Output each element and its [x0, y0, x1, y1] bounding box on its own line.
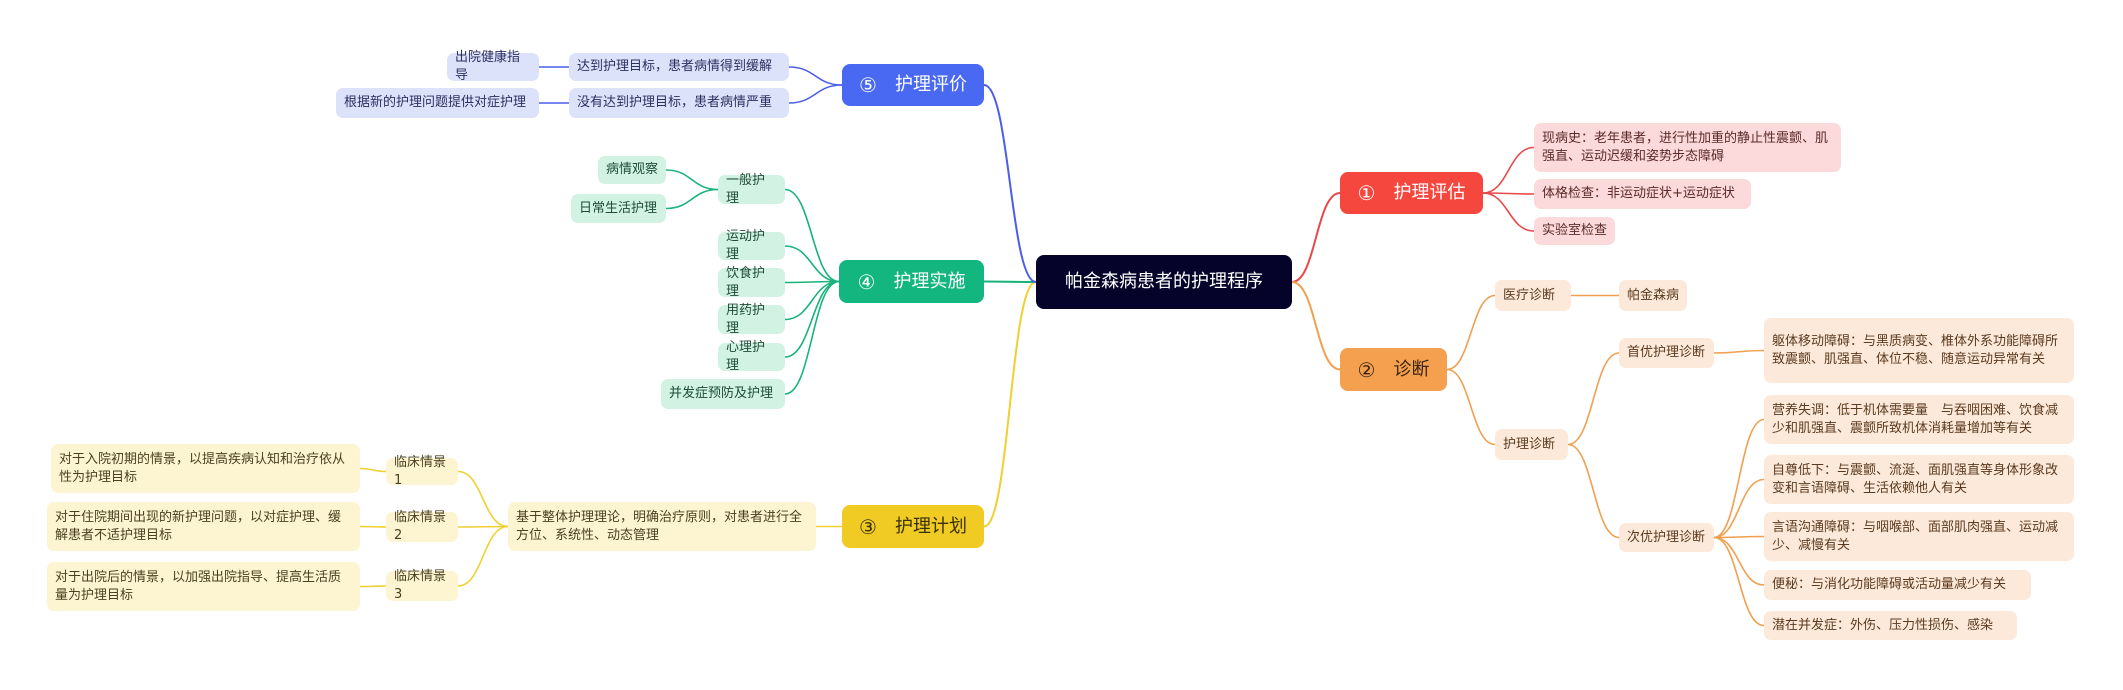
evaluation-action[interactable]: 根据新的护理问题提供对症护理 — [336, 88, 539, 118]
connector-line — [1482, 192, 1535, 232]
connector-line — [1567, 443, 1620, 539]
connector-line — [1291, 192, 1341, 283]
topic-label: 诊断 — [1393, 358, 1430, 380]
connector-line — [784, 245, 840, 283]
connector-line — [457, 525, 509, 587]
number-1-icon: ① — [1357, 181, 1376, 205]
care-item[interactable]: 用药护理 — [718, 303, 785, 336]
evaluation-action[interactable]: 出院健康指导 — [447, 50, 539, 83]
number-3-icon: ③ — [859, 514, 877, 539]
connector-line — [359, 585, 387, 588]
evaluation-outcome[interactable]: 没有达到护理目标，患者病情严重 — [569, 88, 789, 118]
connector-line — [784, 280, 840, 395]
secondary-diagnosis-item[interactable]: 便秘：与消化功能障碍或活动量减少有关 — [1764, 570, 2031, 600]
general-care[interactable]: 一般护理 — [718, 173, 785, 206]
topic-diagnosis[interactable]: ② 诊断 — [1340, 348, 1447, 391]
assessment-history[interactable]: 现病史：老年患者，进行性加重的静止性震颤、肌强直、运动迟缓和姿势步态障碍 — [1534, 123, 1841, 172]
central-topic[interactable]: 帕金森病患者的护理程序 — [1036, 255, 1292, 309]
number-2-icon: ② — [1357, 357, 1376, 382]
number-4-icon: ④ — [857, 269, 876, 294]
scenario-goal[interactable]: 对于出院后的情景，以加强出院指导、提高生活质量为护理目标 — [47, 562, 360, 611]
connector-line — [359, 467, 387, 473]
topic-nursing-evaluation[interactable]: ⑤ 护理评价 — [842, 64, 984, 106]
connector-line — [665, 188, 719, 210]
care-item[interactable]: 运动护理 — [718, 229, 785, 262]
connector-line — [784, 280, 840, 358]
topic-nursing-implementation[interactable]: ④ 护理实施 — [839, 260, 984, 303]
connector-line — [1713, 478, 1765, 539]
connector-line — [784, 280, 840, 321]
topic-label: 护理实施 — [893, 270, 966, 292]
secondary-diagnosis-item[interactable]: 言语沟通障碍：与咽喉部、面部肌肉强直、运动减少、减慢有关 — [1764, 512, 2074, 561]
secondary-diagnosis-item[interactable]: 营养失调：低于机体需要量 与吞咽困难、饮食减少和肌强直、震颤所致机体消耗量增加等… — [1764, 395, 2074, 444]
connector-line — [1713, 349, 1765, 354]
secondary-diagnosis-item[interactable]: 自尊低下：与震颤、流涎、面肌强直等身体形象改变和言语障碍、生活依赖他人有关 — [1764, 455, 2074, 504]
clinical-scenario[interactable]: 临床情景1 — [386, 455, 458, 488]
connector-line — [1713, 535, 1765, 539]
scenario-goal[interactable]: 对于入院初期的情景，以提高疾病认知和治疗依从性为护理目标 — [51, 444, 360, 493]
primary-diagnosis-item[interactable]: 躯体移动障碍：与黑质病变、椎体外系功能障碍所致震颤、肌强直、体位不稳、随意运动异… — [1764, 318, 2074, 383]
topic-label: 护理评价 — [894, 74, 967, 95]
connector-line — [784, 188, 840, 283]
connector-line — [359, 525, 387, 528]
number-5-icon: ⑤ — [859, 73, 877, 97]
care-item[interactable]: 心理护理 — [718, 340, 785, 373]
primary-nursing-diagnosis[interactable]: 首优护理诊断 — [1619, 338, 1714, 368]
connector-line — [457, 470, 509, 528]
care-item[interactable]: 并发症预防及护理 — [661, 379, 785, 409]
topic-label: 护理评估 — [1393, 182, 1466, 203]
connector-line — [1713, 418, 1765, 539]
nursing-diagnosis[interactable]: 护理诊断 — [1495, 429, 1568, 460]
connector-line — [1713, 536, 1765, 586]
connector-line — [983, 84, 1037, 283]
connector-line — [457, 525, 509, 528]
clinical-scenario[interactable]: 临床情景3 — [386, 569, 458, 602]
clinical-scenario[interactable]: 临床情景2 — [386, 510, 458, 543]
topic-label: 护理计划 — [894, 515, 967, 537]
medical-diagnosis[interactable]: 医疗诊断 — [1495, 280, 1571, 311]
connector-line — [788, 84, 843, 104]
topic-nursing-assessment[interactable]: ① 护理评估 — [1340, 172, 1483, 214]
assessment-physical-exam[interactable]: 体格检查：非运动症状+运动症状 — [1534, 179, 1751, 209]
assessment-lab-tests[interactable]: 实验室检查 — [1534, 217, 1615, 245]
connector-line — [1446, 368, 1496, 446]
connector-line — [983, 281, 1037, 528]
connector-line — [1291, 281, 1341, 371]
connector-line — [1567, 352, 1620, 446]
connector-line — [788, 66, 843, 86]
evaluation-outcome[interactable]: 达到护理目标，患者病情得到缓解 — [569, 53, 789, 81]
secondary-diagnosis-item[interactable]: 潜在并发症：外伤、压力性损伤、感染 — [1764, 611, 2017, 640]
connector-line — [983, 280, 1037, 283]
connector-line — [1446, 294, 1496, 371]
central-topic-label: 帕金森病患者的护理程序 — [1065, 271, 1263, 292]
medical-diagnosis-value[interactable]: 帕金森病 — [1619, 280, 1687, 311]
connector-line — [665, 169, 719, 191]
secondary-nursing-diagnosis[interactable]: 次优护理诊断 — [1619, 523, 1714, 552]
topic-nursing-plan[interactable]: ③ 护理计划 — [842, 505, 984, 548]
scenario-goal[interactable]: 对于住院期间出现的新护理问题，以对症护理、缓解患者不适护理目标 — [47, 502, 360, 551]
connector-line — [1482, 146, 1535, 194]
general-care-item[interactable]: 日常生活护理 — [571, 194, 666, 223]
connector-line — [1713, 536, 1765, 627]
care-item[interactable]: 饮食护理 — [718, 266, 785, 299]
plan-summary[interactable]: 基于整体护理理论，明确治疗原则，对患者进行全方位、系统性、动态管理 — [508, 502, 816, 551]
general-care-item[interactable]: 病情观察 — [598, 156, 666, 184]
